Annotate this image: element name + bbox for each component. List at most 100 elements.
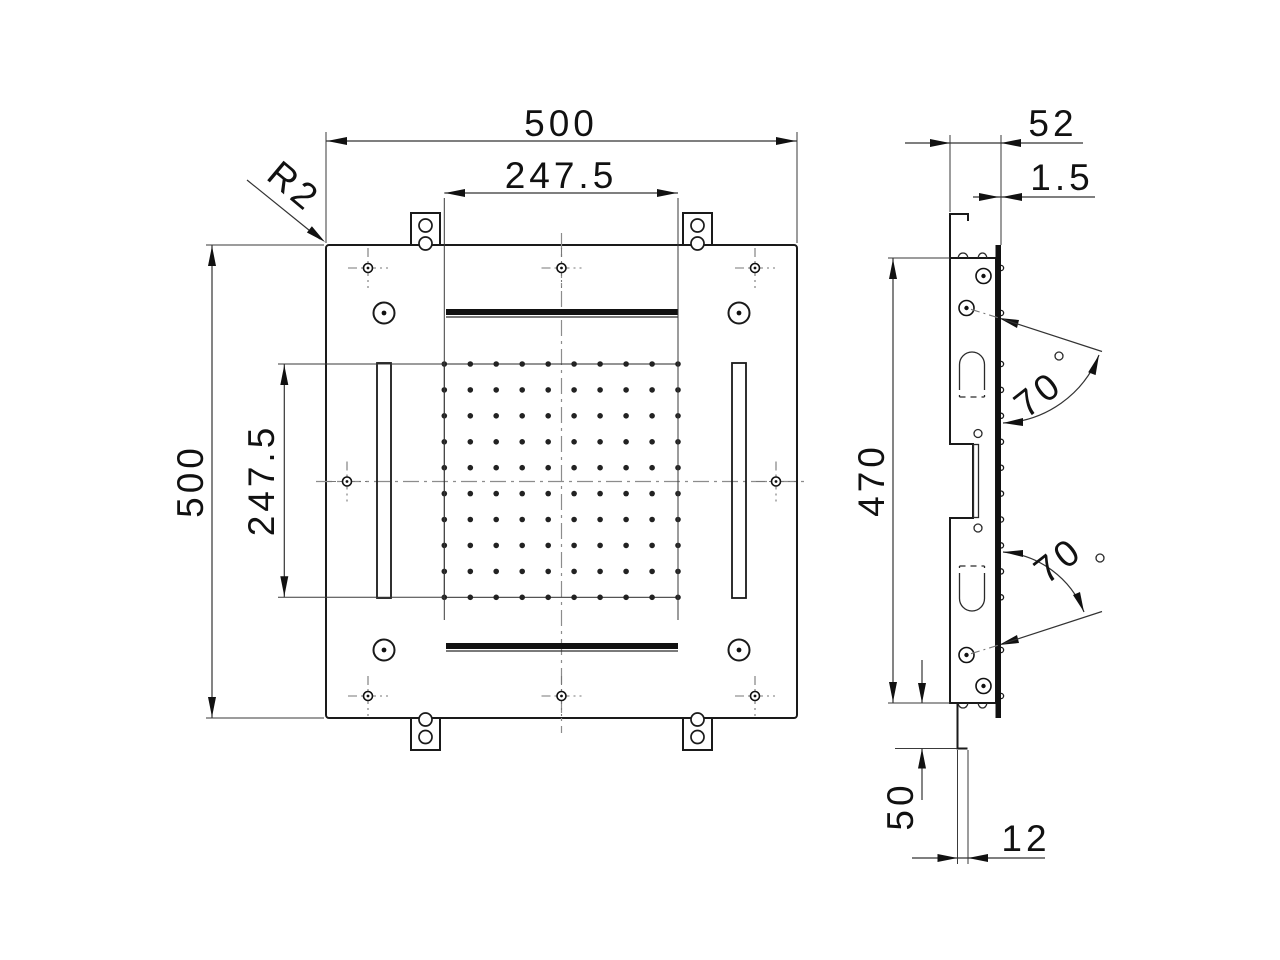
nozzle-dot bbox=[571, 516, 577, 523]
nozzle-dot bbox=[623, 542, 629, 549]
nozzle-dot bbox=[597, 568, 603, 575]
nozzle-tick bbox=[1000, 692, 1005, 700]
screw-hole-center bbox=[753, 694, 757, 698]
nozzle-dot bbox=[649, 464, 655, 471]
nozzle-dot bbox=[597, 516, 603, 523]
nozzle-dot bbox=[467, 439, 474, 445]
screw-hole-center bbox=[753, 266, 757, 270]
nozzle-tick bbox=[1000, 490, 1005, 497]
nozzle-dot bbox=[493, 516, 500, 523]
keyhole-slot-upper bbox=[958, 351, 986, 398]
tab-hole bbox=[690, 712, 705, 727]
dimension-label: 247.5 bbox=[505, 155, 618, 196]
nozzle-tick bbox=[1000, 594, 1005, 601]
nozzle-dot bbox=[623, 361, 629, 367]
nozzle-dot bbox=[649, 439, 655, 445]
nozzle-dot bbox=[467, 568, 474, 575]
dimension-label: 70 bbox=[1006, 363, 1070, 426]
nozzle-dot bbox=[597, 542, 603, 549]
tab-hole bbox=[418, 712, 433, 727]
dimension-side-depth: 52 bbox=[905, 103, 1083, 245]
dimension-label: 70 bbox=[1026, 529, 1090, 592]
nozzle-dot bbox=[519, 464, 525, 471]
nozzle-dot bbox=[649, 490, 655, 497]
nozzle-dot bbox=[571, 542, 577, 549]
nozzle-dot bbox=[623, 439, 629, 445]
nozzle-dot bbox=[571, 594, 577, 601]
nozzle-dot bbox=[597, 490, 603, 497]
screw-hole-center bbox=[774, 480, 778, 483]
nozzle-dot bbox=[545, 542, 551, 549]
nozzle-dot bbox=[545, 594, 551, 601]
dimension-label: 500 bbox=[524, 103, 598, 144]
pilot-hole-center bbox=[736, 310, 742, 316]
nozzle-dot bbox=[519, 490, 525, 497]
nozzle-dot bbox=[571, 568, 577, 575]
nozzle-dot bbox=[597, 361, 603, 367]
nozzle-dot bbox=[493, 490, 500, 497]
nozzle-tick bbox=[1000, 568, 1005, 575]
side-pin-hole-upper bbox=[973, 428, 983, 439]
pilot-hole-center bbox=[381, 647, 387, 653]
nozzle-dot bbox=[623, 387, 629, 393]
pilot-hole-center bbox=[381, 310, 387, 316]
face-panel bbox=[995, 245, 1001, 718]
nozzle-dot bbox=[571, 361, 577, 367]
dimension-label: 470 bbox=[851, 443, 892, 517]
nozzle-dot bbox=[571, 387, 577, 393]
nozzle-dot bbox=[649, 542, 655, 549]
nozzle-dot bbox=[493, 387, 500, 393]
nozzle-dot bbox=[571, 413, 577, 419]
nozzle-tick bbox=[1000, 464, 1005, 471]
nozzle-tick bbox=[1000, 646, 1005, 654]
pilot-hole-center bbox=[736, 647, 742, 653]
tab-hole bbox=[418, 218, 433, 233]
side-rail-in-notch bbox=[972, 443, 980, 519]
nozzle-dot bbox=[493, 464, 500, 471]
nozzle-dot bbox=[571, 464, 577, 471]
dimension-face-thickness: 1.5 bbox=[973, 157, 1095, 201]
screw-hole-center bbox=[366, 694, 370, 698]
nozzle-dot bbox=[467, 490, 474, 497]
dimension-label: 52 bbox=[1028, 103, 1077, 144]
keyhole-slot-lower bbox=[958, 565, 986, 612]
nozzle-dot bbox=[519, 387, 525, 393]
side-screw-center bbox=[964, 652, 969, 658]
nozzle-tick bbox=[1000, 264, 1005, 272]
nozzle-dot bbox=[597, 439, 603, 445]
front-view: 500 247.5 500 247.5 bbox=[170, 103, 808, 751]
nozzle-dot bbox=[623, 568, 629, 575]
nozzle-tick bbox=[1000, 438, 1005, 446]
dimension-label: 500 bbox=[170, 444, 211, 518]
nozzle-dot bbox=[545, 568, 551, 575]
nozzle-dot bbox=[649, 413, 655, 419]
tab-hole bbox=[690, 236, 705, 251]
screw-hole-markers bbox=[327, 248, 796, 716]
pilot-hole bbox=[727, 301, 751, 325]
screw-hole-center bbox=[345, 480, 349, 483]
dimension-corner-radius: R2 bbox=[246, 153, 328, 242]
dimension-front-width: 500 bbox=[325, 103, 798, 243]
dimension-label: 50 bbox=[880, 781, 921, 830]
nozzle-dot bbox=[493, 361, 500, 367]
pilot-hole bbox=[727, 638, 751, 662]
nozzle-tick bbox=[1000, 386, 1005, 394]
nozzle-dot bbox=[519, 516, 525, 523]
angle-dimension-lower: 70 bbox=[970, 529, 1105, 655]
spray-slot-top bbox=[446, 309, 678, 315]
nozzle-dot bbox=[467, 464, 474, 471]
nozzle-dot bbox=[649, 387, 655, 393]
side-screw-heads bbox=[958, 267, 992, 695]
spray-slot-bottom bbox=[446, 643, 678, 649]
tab-hole bbox=[418, 236, 433, 251]
nozzle-dot bbox=[545, 361, 551, 367]
nozzle-tick bbox=[1000, 360, 1005, 368]
nozzle-dot bbox=[545, 387, 551, 393]
nozzle-dot bbox=[545, 439, 551, 445]
dimension-bracket-width: 12 bbox=[912, 818, 1047, 862]
dimension-nozzle-width: 247.5 bbox=[443, 155, 679, 620]
degree-symbol bbox=[1095, 553, 1105, 563]
screw-hole-center bbox=[560, 694, 563, 698]
